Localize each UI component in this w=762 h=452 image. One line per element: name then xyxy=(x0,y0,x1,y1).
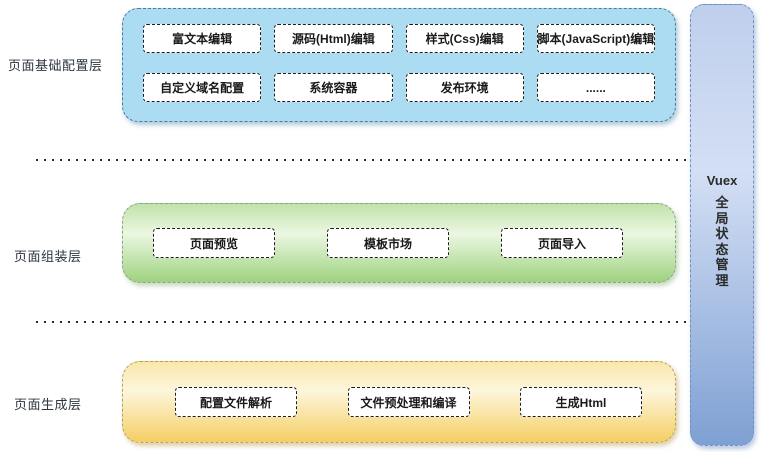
generation-row: 配置文件解析 文件预处理和编译 生成Html xyxy=(123,362,675,442)
layer-assembly: 页面预览 模板市场 页面导入 xyxy=(122,203,676,283)
node-custom-domain-config: 自定义域名配置 xyxy=(143,73,262,102)
node-page-preview: 页面预览 xyxy=(153,228,275,258)
node-config-file-parse: 配置文件解析 xyxy=(175,387,297,417)
node-publish-env: 发布环境 xyxy=(405,73,524,102)
node-file-preprocess-compile: 文件预处理和编译 xyxy=(347,387,470,417)
node-page-import: 页面导入 xyxy=(501,228,623,258)
assembly-row: 页面预览 模板市场 页面导入 xyxy=(123,204,675,282)
layer-basic-config: 富文本编辑 源码(Html)编辑 样式(Css)编辑 脚本(JavaScript… xyxy=(122,8,676,122)
node-system-container: 系统容器 xyxy=(274,73,393,102)
vuex-title: Vuex xyxy=(706,173,738,188)
vuex-text-block: Vuex 全局状态管理 xyxy=(691,173,753,288)
layer-generation: 配置文件解析 文件预处理和编译 生成Html xyxy=(122,361,676,443)
layer-label-generation: 页面生成层 xyxy=(14,397,82,412)
node-template-market: 模板市场 xyxy=(327,228,449,258)
node-rich-text-editor: 富文本编辑 xyxy=(143,24,262,53)
node-ellipsis: ...... xyxy=(536,73,655,102)
node-style-css-editor: 样式(Css)编辑 xyxy=(405,24,524,53)
node-script-js-editor: 脚本(JavaScript)编辑 xyxy=(536,24,655,53)
separator-dotted-line-1 xyxy=(36,159,692,161)
vuex-subtitle: 全局状态管理 xyxy=(715,195,729,288)
node-source-html-editor: 源码(Html)编辑 xyxy=(274,24,393,53)
layer-label-assembly: 页面组装层 xyxy=(14,249,82,264)
vuex-state-sidebar: Vuex 全局状态管理 xyxy=(690,4,754,446)
basic-config-grid: 富文本编辑 源码(Html)编辑 样式(Css)编辑 脚本(JavaScript… xyxy=(123,9,675,121)
separator-dotted-line-2 xyxy=(36,321,692,323)
node-generate-html: 生成Html xyxy=(520,387,642,417)
layer-label-basic-config: 页面基础配置层 xyxy=(8,58,103,73)
